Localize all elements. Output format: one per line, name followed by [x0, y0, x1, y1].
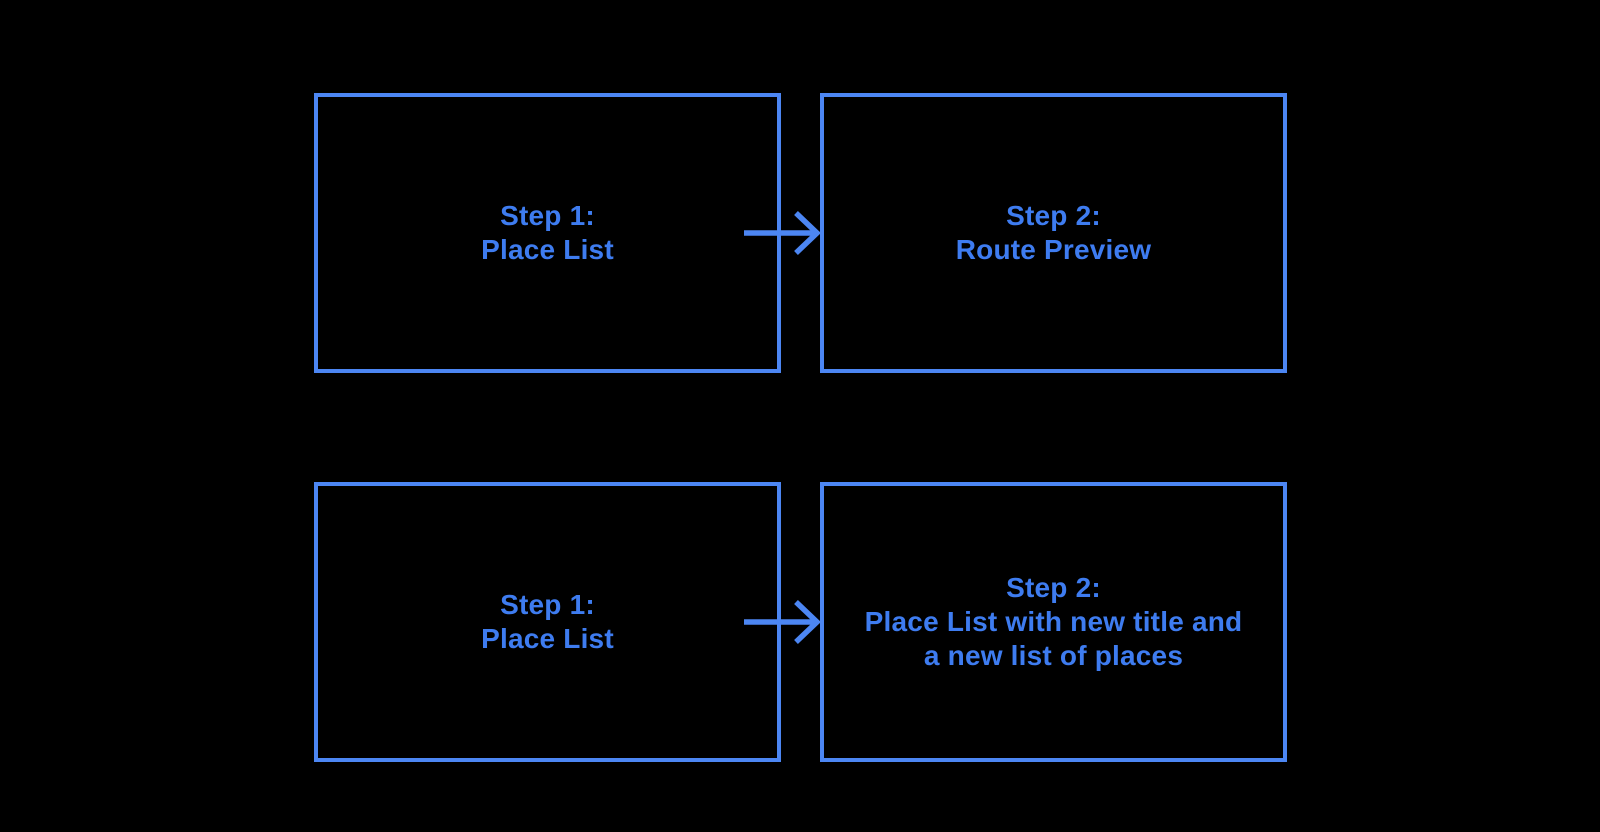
node-row1-step1: Step 1: Place List [314, 93, 781, 373]
node-row2-step2-label: Step 2: Place List with new title and a … [865, 571, 1243, 673]
node-line: Route Preview [955, 234, 1152, 265]
node-line: Place List [481, 623, 614, 654]
right-arrow-icon [744, 211, 821, 255]
node-line: a new list of places [923, 640, 1184, 671]
node-row1-step2: Step 2: Route Preview [820, 93, 1287, 373]
node-row2-step2: Step 2: Place List with new title and a … [820, 482, 1287, 762]
node-line: Step 1: [500, 200, 595, 231]
node-row2-step1: Step 1: Place List [314, 482, 781, 762]
node-line: Place List with new title and [864, 606, 1243, 637]
node-row2-step1-label: Step 1: Place List [481, 588, 614, 656]
node-line: Place List [481, 234, 614, 265]
right-arrow-icon [744, 600, 821, 644]
node-line: Step 2: [1006, 200, 1101, 231]
node-row1-step1-label: Step 1: Place List [481, 199, 614, 267]
node-line: Step 1: [500, 589, 595, 620]
node-row1-step2-label: Step 2: Route Preview [956, 199, 1152, 267]
node-line: Step 2: [1006, 572, 1101, 603]
